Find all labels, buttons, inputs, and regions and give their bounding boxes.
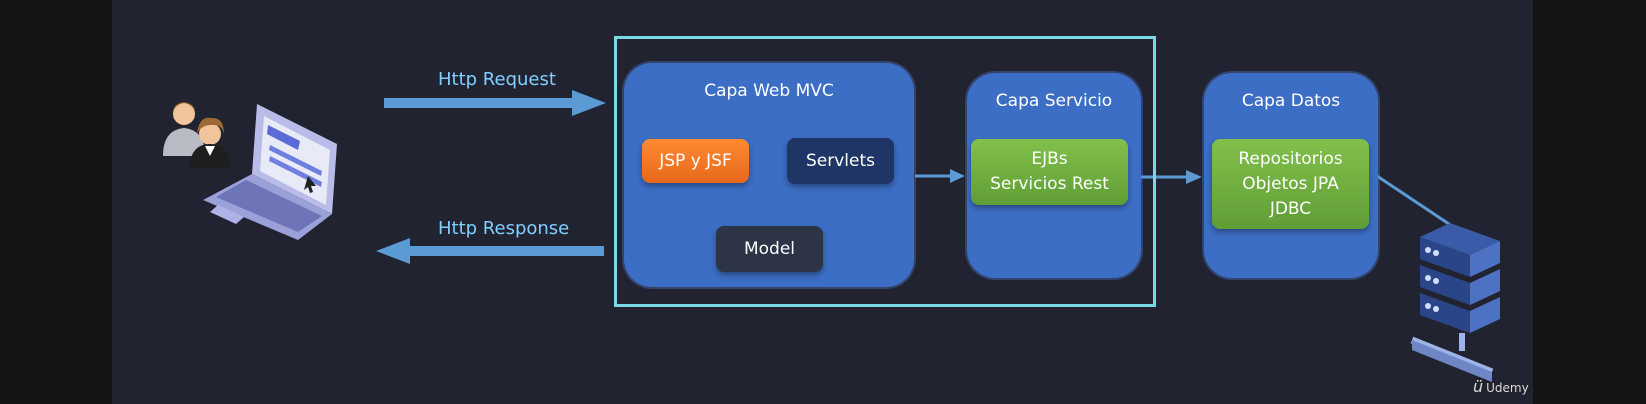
service-content-box: EJBs Servicios Rest bbox=[971, 139, 1128, 205]
application-server-frame bbox=[614, 36, 1156, 307]
servlets-box: Servlets bbox=[787, 138, 894, 184]
web-mvc-layer-title: Capa Web MVC bbox=[704, 81, 834, 101]
jsp-jsf-box: JSP y JSF bbox=[642, 139, 749, 183]
model-box: Model bbox=[716, 226, 823, 272]
http-response-label: Http Response bbox=[438, 218, 570, 239]
data-layer-title: Capa Datos bbox=[1241, 91, 1341, 111]
data-content-box: Repositorios Objetos JPA JDBC bbox=[1212, 139, 1369, 229]
service-layer-title: Capa Servicio bbox=[995, 91, 1113, 111]
udemy-watermark-text: Udemy bbox=[1486, 381, 1529, 395]
udemy-logo-icon: ü bbox=[1473, 377, 1484, 396]
http-request-label: Http Request bbox=[438, 69, 556, 90]
